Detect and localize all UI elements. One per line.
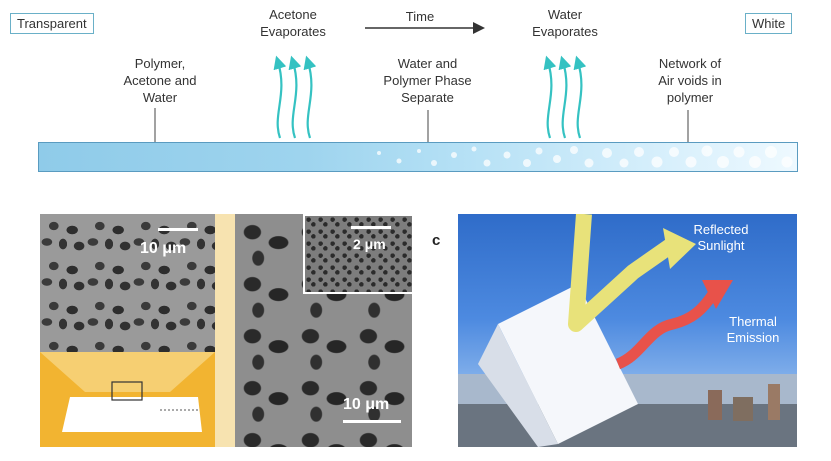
photo-drawing: [458, 214, 797, 447]
schematic-arrows: [154, 22, 689, 160]
sample-photo: [40, 352, 215, 447]
scale-bar: [158, 228, 198, 231]
scale-label: 10 μm: [140, 240, 187, 257]
zoom-connector: [215, 214, 235, 447]
zoom-scale-label: 10 μm: [343, 396, 390, 413]
thermal-emission-label: Thermal Emission: [726, 314, 780, 345]
panel-letter-c: c: [432, 232, 441, 249]
sem-inset: 2 μm: [303, 214, 412, 294]
stage-air-voids: Network of Air voids in polymer: [658, 56, 722, 105]
sample-drawing: [40, 352, 215, 432]
polymer-film-bar: [38, 142, 798, 172]
stage-polymer-acetone-water: Polymer, Acetone and Water: [123, 56, 197, 105]
inset-scale-bar: [351, 226, 391, 229]
reflected-sunlight-label: Reflected Sunlight: [693, 222, 749, 253]
time-label: Time: [405, 9, 435, 24]
acetone-evap-arrows-icon: [273, 55, 317, 139]
transparent-label: Transparent: [10, 13, 94, 34]
stage-phase-separate: Water and Polymer Phase Separate: [383, 56, 472, 105]
white-label: White: [745, 13, 793, 34]
sem-image-top: 10 μm: [40, 214, 215, 354]
rooftop-photo: Reflected Sunlight Thermal Emission: [458, 214, 797, 447]
zoom-scale-bar: [343, 420, 401, 423]
inset-scale-label: 2 μm: [353, 236, 386, 252]
acetone-evaporates-label: Acetone Evaporates: [260, 7, 326, 39]
air-voids-pattern: [377, 145, 793, 168]
water-evaporates-label: Water Evaporates: [532, 7, 598, 39]
sem-image-zoom: 2 μm 10 μm: [235, 214, 412, 447]
water-evap-arrows-icon: [543, 55, 587, 139]
